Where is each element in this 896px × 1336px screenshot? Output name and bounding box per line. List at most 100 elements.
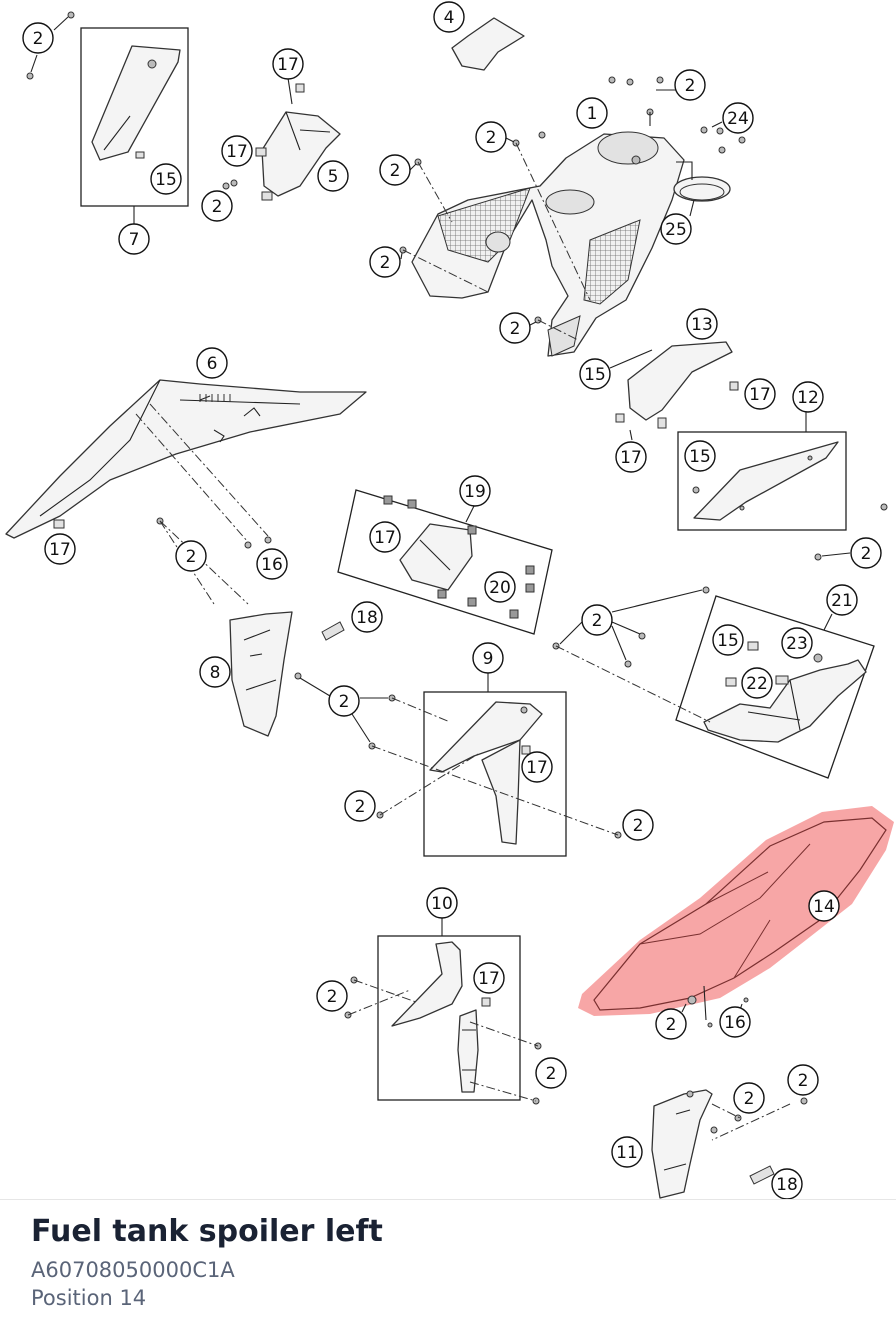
callout-2[interactable]: 2 bbox=[201, 190, 233, 222]
callout-circle bbox=[660, 213, 692, 245]
callout-4[interactable]: 4 bbox=[433, 1, 465, 33]
callout-label: 2 bbox=[510, 319, 521, 339]
part-12-group[interactable] bbox=[677, 406, 847, 531]
callout-label: 4 bbox=[444, 8, 455, 28]
callout-circle bbox=[150, 163, 182, 195]
callout-circle bbox=[426, 887, 458, 919]
part-4[interactable] bbox=[451, 17, 525, 71]
callout-23[interactable]: 23 bbox=[781, 627, 813, 659]
part-1-fuel-tank-cover[interactable] bbox=[411, 131, 685, 357]
part-6-side-panel[interactable] bbox=[5, 379, 367, 539]
part-21-group[interactable] bbox=[675, 595, 875, 779]
callout-2[interactable]: 2 bbox=[581, 604, 613, 636]
callout-2[interactable]: 2 bbox=[175, 540, 207, 572]
part-19-group[interactable] bbox=[337, 489, 553, 635]
callout-2[interactable]: 2 bbox=[733, 1082, 765, 1114]
callout-2[interactable]: 2 bbox=[787, 1064, 819, 1096]
callout-label: 2 bbox=[685, 76, 696, 96]
callout-2[interactable]: 2 bbox=[622, 809, 654, 841]
callout-8[interactable]: 8 bbox=[199, 656, 231, 688]
callout-19[interactable]: 19 bbox=[459, 475, 491, 507]
callout-15[interactable]: 15 bbox=[712, 624, 744, 656]
callout-2[interactable]: 2 bbox=[22, 22, 54, 54]
callout-label: 2 bbox=[633, 816, 644, 836]
callout-circle bbox=[433, 1, 465, 33]
part-14-fuel-tank-spoiler-left[interactable] bbox=[578, 806, 894, 1028]
callout-15[interactable]: 15 bbox=[150, 163, 182, 195]
callout-18[interactable]: 18 bbox=[771, 1168, 803, 1200]
callout-circle bbox=[499, 312, 531, 344]
callout-circle bbox=[792, 381, 824, 413]
callout-15[interactable]: 15 bbox=[684, 440, 716, 472]
callout-circle bbox=[316, 980, 348, 1012]
callout-17[interactable]: 17 bbox=[521, 751, 553, 783]
callout-21[interactable]: 21 bbox=[826, 584, 858, 616]
callout-9[interactable]: 9 bbox=[472, 642, 504, 674]
callout-circle bbox=[808, 890, 840, 922]
callout-2[interactable]: 2 bbox=[328, 685, 360, 717]
callout-2[interactable]: 2 bbox=[850, 537, 882, 569]
callout-2[interactable]: 2 bbox=[674, 69, 706, 101]
callout-12[interactable]: 12 bbox=[792, 381, 824, 413]
callout-17[interactable]: 17 bbox=[44, 533, 76, 565]
part-21-fastening-lines bbox=[552, 586, 711, 723]
callout-label: 7 bbox=[129, 230, 140, 250]
callout-2[interactable]: 2 bbox=[475, 121, 507, 153]
callout-label: 24 bbox=[727, 109, 749, 129]
callout-label: 17 bbox=[226, 142, 248, 162]
callout-16[interactable]: 16 bbox=[719, 1006, 751, 1038]
callout-label: 2 bbox=[380, 253, 391, 273]
part-8-panel[interactable] bbox=[229, 611, 293, 737]
callout-circle bbox=[328, 685, 360, 717]
part-9-group[interactable] bbox=[423, 670, 567, 857]
callout-circle bbox=[744, 378, 776, 410]
callout-2[interactable]: 2 bbox=[344, 790, 376, 822]
callout-24[interactable]: 24 bbox=[722, 102, 754, 134]
callout-circle bbox=[719, 1006, 751, 1038]
part-25-clamp[interactable] bbox=[673, 161, 731, 202]
callout-11[interactable]: 11 bbox=[611, 1136, 643, 1168]
callout-2[interactable]: 2 bbox=[499, 312, 531, 344]
callout-25[interactable]: 25 bbox=[660, 213, 692, 245]
callout-circle bbox=[484, 571, 516, 603]
part-7-group[interactable] bbox=[80, 27, 189, 224]
callout-17[interactable]: 17 bbox=[272, 48, 304, 80]
callout-circle bbox=[787, 1064, 819, 1096]
part-10-group[interactable] bbox=[377, 918, 521, 1101]
callout-1[interactable]: 1 bbox=[576, 97, 608, 129]
callout-label: 2 bbox=[486, 128, 497, 148]
callout-13[interactable]: 13 bbox=[686, 308, 718, 340]
callout-15[interactable]: 15 bbox=[579, 358, 611, 390]
callout-label: 8 bbox=[210, 663, 221, 683]
callout-18[interactable]: 18 bbox=[351, 601, 383, 633]
callout-5[interactable]: 5 bbox=[317, 160, 349, 192]
callout-17[interactable]: 17 bbox=[369, 521, 401, 553]
callout-2[interactable]: 2 bbox=[316, 980, 348, 1012]
callout-14[interactable]: 14 bbox=[808, 890, 840, 922]
callout-circle bbox=[615, 441, 647, 473]
callout-20[interactable]: 20 bbox=[484, 571, 516, 603]
part-position: Position 14 bbox=[31, 1286, 147, 1310]
part-13-bracket[interactable] bbox=[609, 341, 739, 441]
callout-17[interactable]: 17 bbox=[473, 962, 505, 994]
callout-7[interactable]: 7 bbox=[118, 223, 150, 255]
callout-16[interactable]: 16 bbox=[256, 548, 288, 580]
callout-10[interactable]: 10 bbox=[426, 887, 458, 919]
part-11-panel[interactable] bbox=[651, 1089, 808, 1199]
callout-2[interactable]: 2 bbox=[369, 246, 401, 278]
callout-6[interactable]: 6 bbox=[196, 347, 228, 379]
callout-2[interactable]: 2 bbox=[655, 1008, 687, 1040]
callout-circle bbox=[317, 160, 349, 192]
callout-label: 2 bbox=[33, 29, 44, 49]
callout-17[interactable]: 17 bbox=[221, 135, 253, 167]
callout-2[interactable]: 2 bbox=[535, 1057, 567, 1089]
callout-label: 17 bbox=[49, 540, 71, 560]
part-5-group[interactable] bbox=[222, 77, 341, 201]
callout-label: 20 bbox=[489, 578, 511, 598]
callout-17[interactable]: 17 bbox=[615, 441, 647, 473]
callout-17[interactable]: 17 bbox=[744, 378, 776, 410]
callout-22[interactable]: 22 bbox=[741, 667, 773, 699]
callout-label: 2 bbox=[798, 1071, 809, 1091]
callout-2[interactable]: 2 bbox=[379, 154, 411, 186]
callout-label: 1 bbox=[587, 104, 598, 124]
